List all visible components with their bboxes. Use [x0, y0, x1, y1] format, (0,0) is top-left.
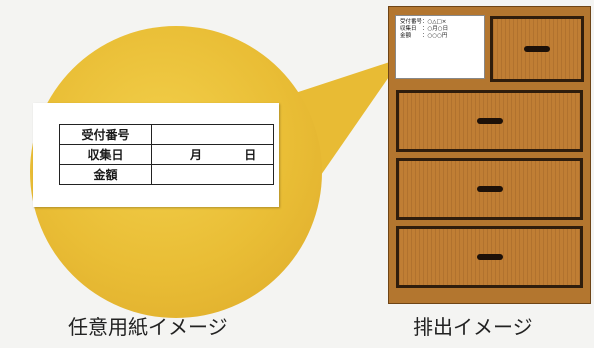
- form-row-collection-date: 収集日 月 日: [59, 144, 274, 165]
- drawer-top: [490, 16, 584, 82]
- drawer-4: [396, 226, 583, 288]
- form-row-receipt-number: 受付番号: [59, 124, 274, 145]
- drawer-handle: [524, 46, 550, 52]
- day-unit: 日: [244, 148, 257, 162]
- caption-paper-image: 任意用紙イメージ: [68, 315, 228, 339]
- form-value-amount: [151, 164, 274, 185]
- form-label-receipt-number: 受付番号: [59, 124, 152, 145]
- drawer-handle: [476, 254, 503, 260]
- form-value-collection-date: 月 日: [151, 144, 274, 165]
- drawer-handle: [476, 186, 503, 192]
- form-table: 受付番号 収集日 月 日 金額: [59, 124, 274, 185]
- form-label-amount: 金額: [59, 164, 152, 185]
- receipt-line-number: 受付番号：○△□×: [400, 19, 447, 25]
- form-label-collection-date: 収集日: [59, 144, 152, 165]
- form-paper: 受付番号 収集日 月 日 金額: [33, 103, 279, 207]
- attached-receipt: 受付番号：○△□× 収集日 ：○月○日 金額 ：○○○円: [395, 15, 485, 79]
- month-unit: 月: [190, 148, 203, 162]
- drawer-3: [396, 158, 583, 220]
- form-value-receipt-number: [151, 124, 274, 145]
- form-row-amount: 金額: [59, 164, 274, 185]
- receipt-line-amount: 金額 ：○○○円: [400, 33, 448, 39]
- caption-disposal-image: 排出イメージ: [413, 315, 533, 339]
- receipt-line-date: 収集日 ：○月○日: [400, 26, 449, 32]
- drawer-2: [396, 90, 583, 152]
- drawer-handle: [476, 118, 503, 124]
